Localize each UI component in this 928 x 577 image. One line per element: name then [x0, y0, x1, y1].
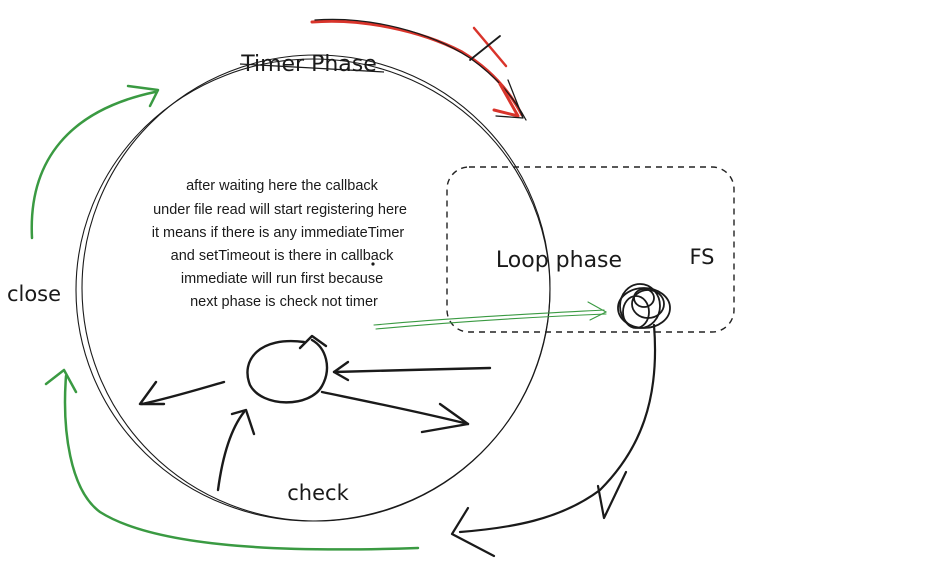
arrow-subloop-to-left: [140, 380, 226, 406]
green-arrow-to-fs: [373, 301, 608, 330]
green-arrow-to-fs-head: [587, 301, 608, 321]
red-arrow-shaft-dark: [314, 18, 527, 121]
fs-scribble: [617, 283, 671, 329]
cross-mark-2: [469, 35, 501, 61]
green-arrow-top-shaft: [30, 90, 157, 240]
note-line: after waiting here the callback: [186, 178, 379, 194]
timer-phase-strikethrough: [239, 63, 385, 73]
arrow-check-to-subloop-head: [230, 408, 256, 436]
arrow-subloop-to-right: [320, 390, 470, 426]
check-label: check: [287, 481, 349, 505]
arrow-subloop-to-right-head: [420, 402, 470, 434]
note-line: immediate will run first because: [181, 271, 383, 287]
red-arrow-head-dark: [495, 79, 524, 119]
note-line: under file read will start registering h…: [153, 202, 407, 218]
callback-note: after waiting here the callback under fi…: [152, 178, 407, 310]
scribble-loop-4: [633, 288, 655, 308]
loop-phase-label: Loop phase: [496, 248, 622, 273]
fs-return-arrow: [450, 323, 657, 558]
subloop-head: [298, 334, 328, 350]
circle-stroke-2: [81, 54, 551, 522]
check-subloop: [138, 334, 492, 492]
green-arrow-bottom-head: [44, 368, 78, 394]
red-crossed-arrow: [310, 18, 527, 121]
red-arrow-head: [492, 82, 520, 118]
green-arrow-bottom-shaft: [63, 374, 420, 551]
stray-dot: [371, 262, 375, 266]
event-loop-circle: [75, 54, 551, 522]
note-line: it means if there is any immediateTimer: [152, 225, 405, 241]
fs-return-arrow-head: [450, 506, 496, 558]
timer-phase-label: Timer Phase: [240, 52, 377, 77]
arrow-subloop-to-left-head: [138, 380, 166, 406]
note-line: next phase is check not timer: [190, 294, 378, 310]
loop-phase-box: [446, 166, 735, 333]
arrow-right-to-subloop: [332, 366, 492, 374]
fs-return-arrow-shaft: [458, 323, 657, 534]
arrow-check-to-subloop: [216, 410, 246, 492]
green-arrow-close-to-timer: [30, 84, 160, 240]
green-arrow-to-fs-shaft-2: [375, 313, 607, 330]
subloop-ring: [246, 338, 329, 404]
close-label: close: [7, 282, 61, 306]
green-arrow-bottom: [44, 368, 420, 551]
scribble-loop-5: [622, 295, 650, 329]
fs-label: FS: [689, 245, 714, 269]
arrow-right-to-subloop-head: [332, 360, 350, 382]
check-mark-stroke: [596, 470, 628, 520]
green-arrow-top-head: [126, 84, 160, 108]
cross-mark-1: [472, 26, 508, 68]
green-arrow-to-fs-shaft-1: [373, 309, 605, 326]
circle-stroke-1: [75, 58, 551, 522]
note-line: and setTimeout is there in callback: [171, 248, 394, 264]
